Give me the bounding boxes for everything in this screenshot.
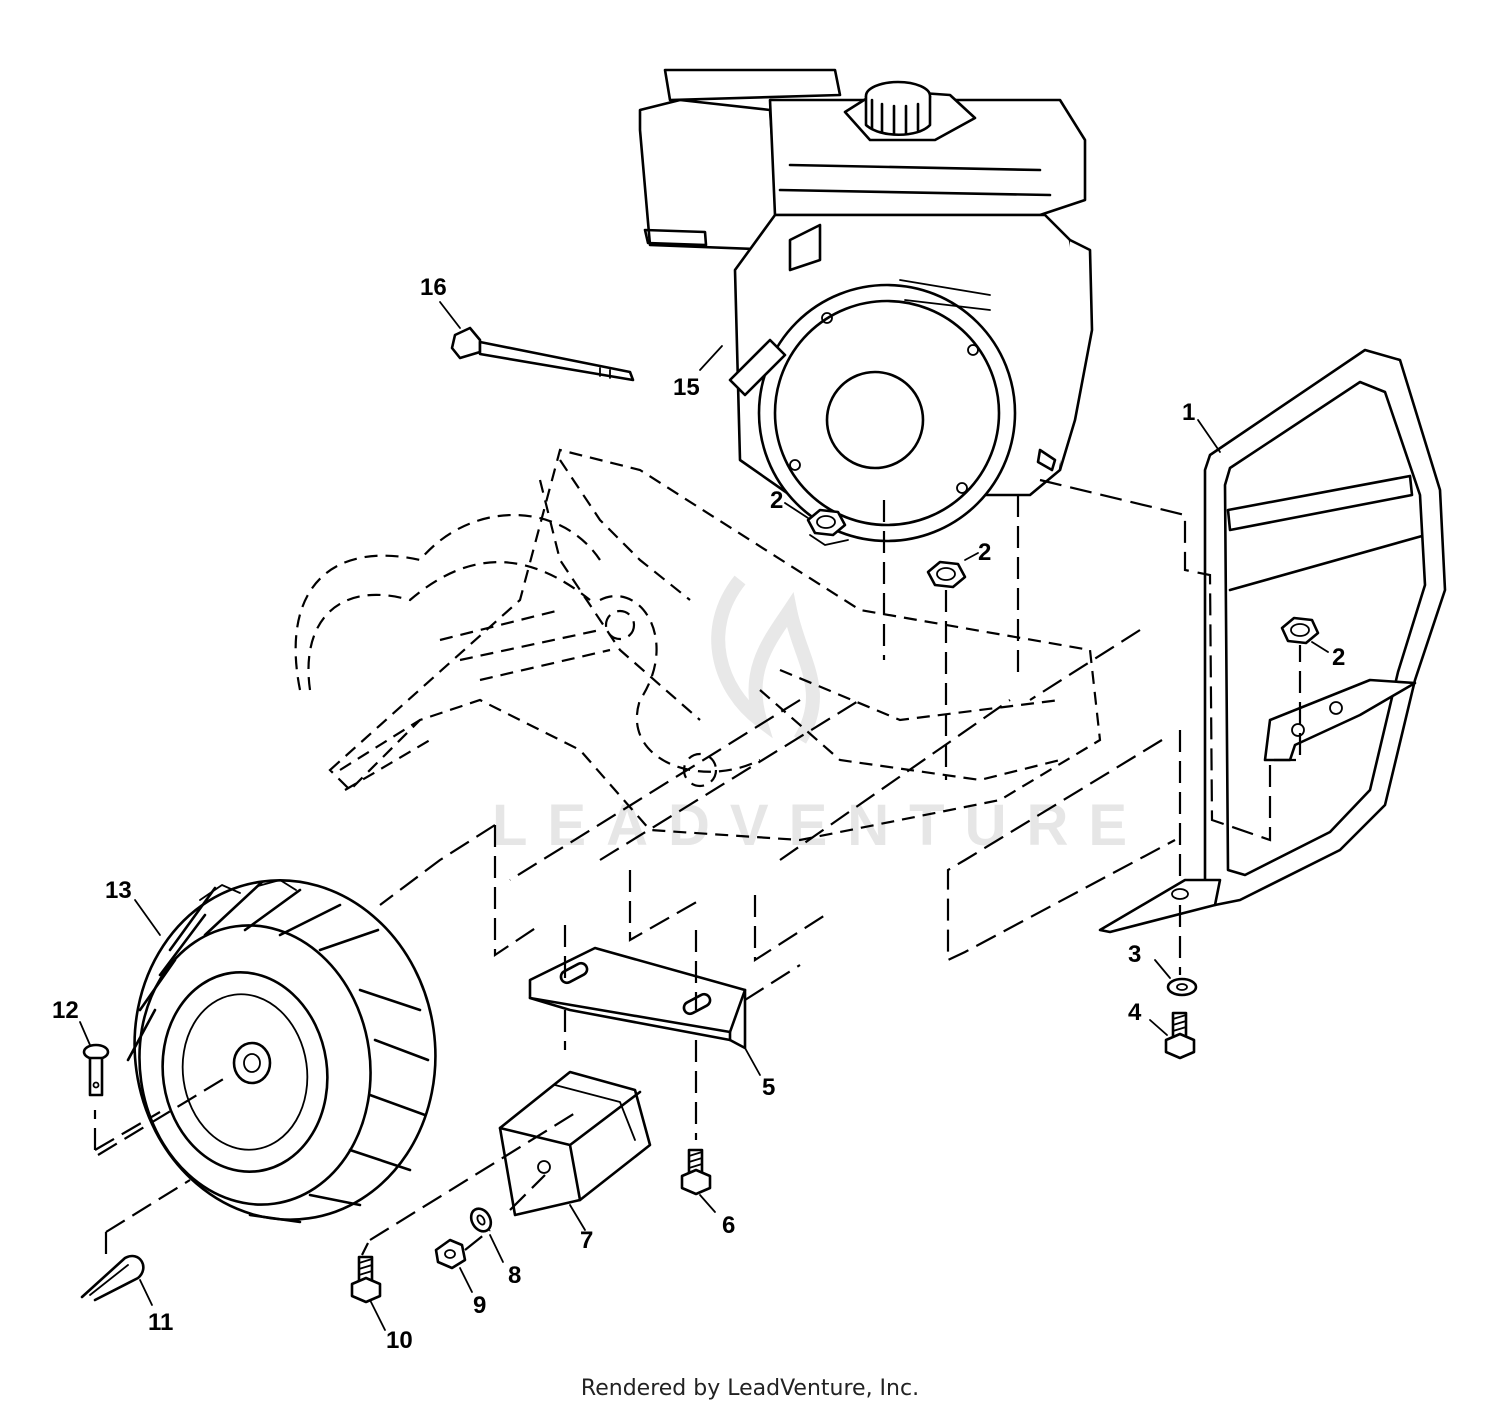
leader-lines (79, 301, 1329, 1331)
lock-washer-8 (469, 1207, 493, 1233)
flange-nut-left (806, 508, 849, 546)
callout-15: 15 (673, 374, 700, 401)
hex-bolt-6 (680, 1148, 712, 1196)
callout-3: 3 (1128, 941, 1141, 968)
callout-2-left: 2 (770, 487, 783, 514)
callout-5: 5 (762, 1074, 775, 1101)
callout-11: 11 (148, 1309, 173, 1336)
callout-9: 9 (473, 1292, 486, 1319)
callout-6: 6 (722, 1212, 735, 1239)
flange-nut-right (1280, 616, 1320, 645)
callout-2-right: 2 (1332, 644, 1345, 671)
callout-labels: 1 2 2 2 3 4 5 6 7 8 9 10 11 12 13 15 16 (52, 274, 1345, 1354)
flange-nut-center (926, 560, 967, 589)
hex-nut-9 (434, 1238, 467, 1270)
clevis-pin (82, 1043, 110, 1097)
assembly-lines (93, 478, 1302, 1260)
washer-3 (1166, 977, 1198, 997)
footer-credit: Rendered by LeadVenture, Inc. (580, 1376, 920, 1401)
wheel-weight (498, 1070, 652, 1217)
callout-10: 10 (386, 1327, 413, 1354)
front-bumper (1098, 348, 1447, 934)
hex-bolt-10 (350, 1255, 382, 1304)
callout-8: 8 (508, 1262, 521, 1289)
callout-2-center: 2 (978, 539, 991, 566)
callout-12: 12 (52, 997, 79, 1024)
tiller-wheel (126, 879, 437, 1224)
callout-4: 4 (1128, 999, 1142, 1026)
callout-13: 13 (105, 877, 132, 904)
mounting-bracket (528, 946, 747, 1050)
tiller-body-ghost (294, 448, 1102, 842)
cable-tie (450, 326, 635, 382)
engine (638, 68, 1094, 543)
hairpin-clip (80, 1254, 145, 1302)
hex-bolt-4 (1164, 1011, 1196, 1060)
callout-16: 16 (420, 274, 447, 301)
callout-7: 7 (580, 1227, 593, 1254)
watermark-logo: LEADVENTURE (492, 575, 1147, 858)
callout-1: 1 (1182, 399, 1195, 426)
watermark-text: LEADVENTURE (492, 793, 1147, 858)
